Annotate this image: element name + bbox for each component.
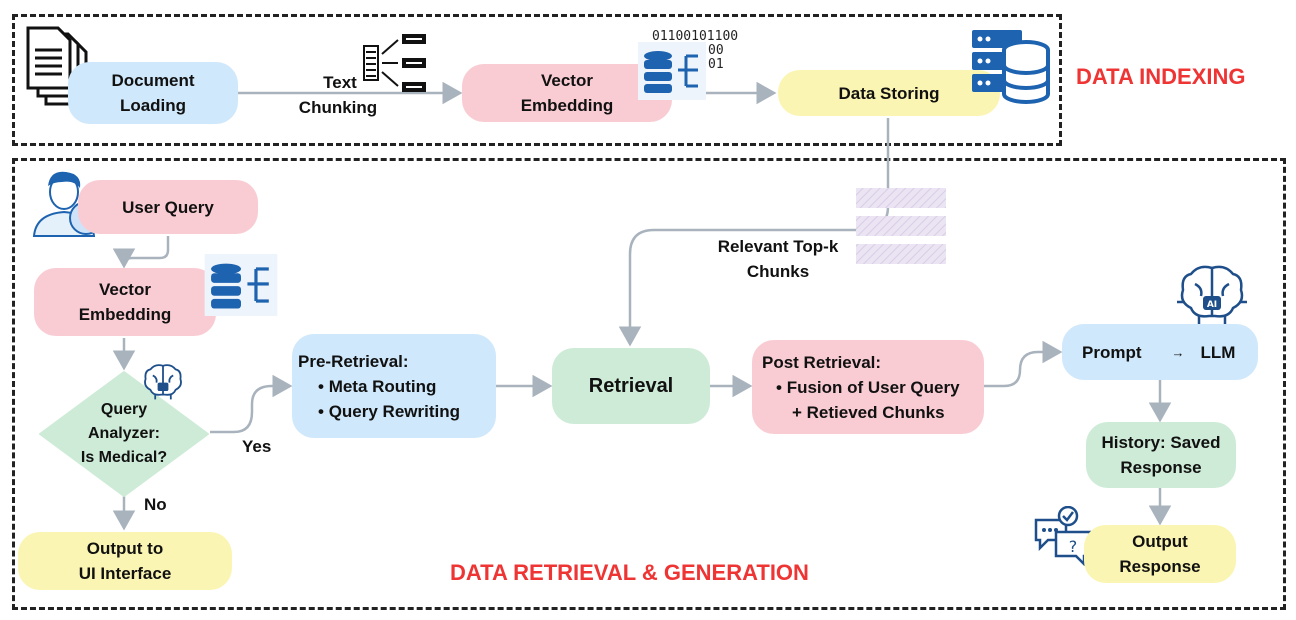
chunking-icon [363, 34, 426, 92]
query-analyzer-line-2: Analyzer: [87, 425, 161, 442]
text-chunking-line-1: Text [323, 73, 357, 92]
text-chunking-label: Text Chunking [292, 70, 384, 120]
user-query-label: User Query [122, 197, 214, 217]
edge-storing-to-retrieval [618, 118, 890, 347]
retrieval-label: Retrieval [588, 374, 674, 397]
output-ui-line-1: Output to [86, 539, 164, 558]
binary-line-2: 00 [708, 43, 724, 58]
post-retrieval-heading: Post Retrieval: [762, 352, 882, 372]
history-node: History: Saved Response [1086, 422, 1236, 488]
stacked-chunks-icon [856, 188, 946, 264]
database-embedding-icon [638, 42, 706, 100]
vector-embedding-retrieval-node: Vector Embedding [34, 268, 216, 336]
vector-embedding-indexing-line-1: Vector [541, 71, 593, 90]
post-retrieval-item-2: + Retieved Chunks [776, 400, 945, 425]
post-retrieval-item-2-text: + Retieved Chunks [792, 402, 945, 422]
vector-embedding-retrieval-line-2: Embedding [78, 305, 172, 324]
vector-embedding-retrieval-line-1: Vector [99, 280, 151, 299]
document-loading-line-1: Document [111, 71, 195, 90]
pre-retrieval-heading: Pre-Retrieval: [298, 351, 409, 371]
binary-digits: 01100101100 00 01 [652, 30, 762, 72]
data-storing-node: Data Storing [778, 70, 1000, 116]
pre-retrieval-node: Pre-Retrieval: • Meta Routing • Query Re… [292, 334, 496, 438]
prompt-llm-arrow: → [1171, 344, 1185, 360]
query-analyzer-line-3: Is Medical? [80, 449, 168, 466]
relevant-chunks-line-2: Chunks [746, 262, 810, 281]
svg-text:?: ? [1069, 537, 1078, 556]
ai-brain-icon [144, 364, 182, 400]
edge-analyzer-to-pre [210, 374, 293, 434]
database-server-icon [972, 30, 1050, 104]
post-retrieval-item-1-text: Fusion of User Query [786, 377, 960, 397]
yes-label: Yes [242, 437, 272, 456]
output-response-line-2: Response [1119, 557, 1201, 576]
output-ui-line-2: UI Interface [78, 564, 172, 583]
query-analyzer-diamond [39, 371, 209, 497]
text-chunking-line-2: Chunking [298, 98, 378, 117]
ai-brain-icon: AI [1177, 265, 1247, 324]
vector-embedding-indexing-line-2: Embedding [520, 96, 614, 115]
history-line-1: History: Saved [1101, 433, 1221, 452]
relevant-chunks-line-1: Relevant Top-k [717, 237, 839, 256]
ai-chip-text: AI [1207, 300, 1217, 310]
chat-bubbles-icon: ? [1034, 506, 1092, 566]
data-storing-label: Data Storing [838, 83, 940, 103]
edge-post-to-prompt [984, 340, 1063, 388]
vector-embedding-indexing-node: Vector Embedding [462, 64, 672, 122]
database-embedding-icon [204, 254, 278, 316]
edge-query-to-embedding [112, 236, 170, 269]
output-response-line-1: Output [1132, 532, 1188, 551]
data-indexing-title: DATA INDEXING [1076, 64, 1246, 89]
prompt-llm-node: Prompt → LLM [1062, 324, 1258, 380]
pre-retrieval-item-2-text: Query Rewriting [328, 401, 460, 421]
query-analyzer-label: Query Analyzer: Is Medical? [64, 398, 184, 470]
pre-retrieval-item-2: • Query Rewriting [318, 401, 460, 421]
prompt-label: Prompt [1082, 342, 1142, 362]
document-loading-node: Document Loading [68, 62, 238, 124]
binary-line-3: 01 [708, 57, 724, 72]
binary-line-1: 01100101100 [652, 29, 739, 44]
document-loading-line-2: Loading [119, 96, 187, 115]
output-response-node: Output Response [1084, 525, 1236, 583]
user-query-node: User Query [78, 180, 258, 234]
data-indexing-frame [12, 14, 1062, 146]
query-analyzer-line-1: Query [100, 401, 148, 418]
post-retrieval-node: Post Retrieval: • Fusion of User Query +… [752, 340, 984, 434]
pre-retrieval-item-1: • Meta Routing [318, 376, 437, 396]
llm-label: LLM [1200, 342, 1236, 362]
post-retrieval-item-1: • Fusion of User Query [776, 377, 960, 397]
data-retrieval-frame [12, 158, 1286, 610]
output-ui-node: Output to UI Interface [18, 532, 232, 590]
data-retrieval-title: DATA RETRIEVAL & GENERATION [450, 560, 809, 585]
history-line-2: Response [1120, 458, 1202, 477]
relevant-chunks-label: Relevant Top-k Chunks [708, 234, 848, 284]
no-label: No [144, 495, 167, 514]
pre-retrieval-item-1-text: Meta Routing [328, 376, 437, 396]
retrieval-node: Retrieval [552, 348, 710, 424]
